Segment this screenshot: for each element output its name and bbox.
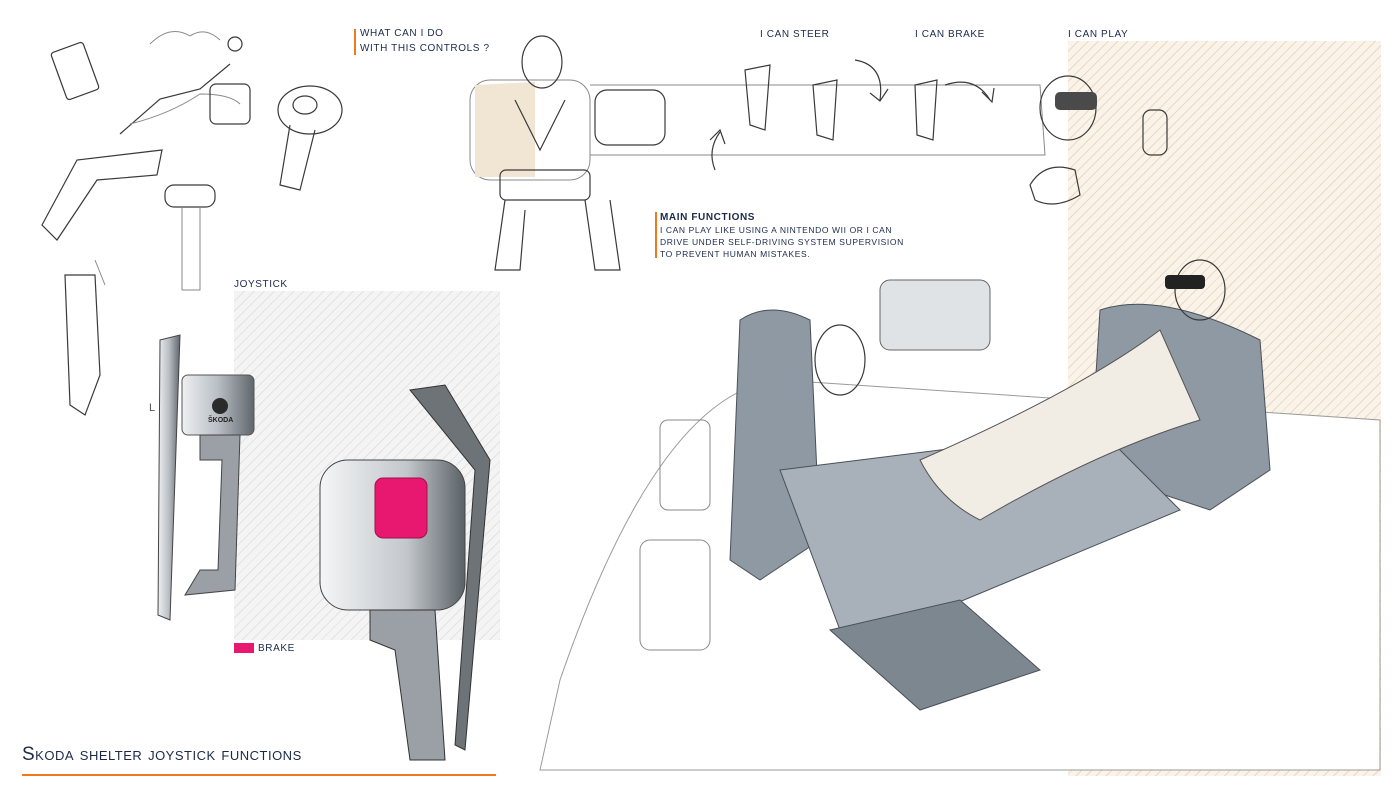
- main-functions-line-1: I can play like using a Nintendo Wii or …: [660, 225, 893, 235]
- main-functions-line-2: drive under self-driving system supervis…: [660, 237, 904, 247]
- steer-label: I can steer: [760, 29, 830, 40]
- brake-legend-label: BRAKE: [258, 643, 295, 654]
- joystick-side-letter: L: [149, 402, 156, 414]
- car-interior-render: [539, 259, 1381, 771]
- question-line-2: with this controls ?: [360, 43, 490, 54]
- sketch-handle-long: [41, 149, 163, 241]
- sketch-round-controller: [277, 85, 343, 191]
- brake-legend-swatch: [234, 643, 254, 653]
- joystick-brand-text: ŠKODA: [208, 417, 234, 424]
- steer-grip-icon-2: [812, 79, 838, 141]
- main-functions-marker: [655, 212, 657, 258]
- brake-arrow-icon: [944, 81, 995, 104]
- page-title-underline: [22, 774, 496, 776]
- joystick-label: JOYSTICK: [234, 279, 288, 290]
- main-functions-heading: Main functions: [660, 212, 756, 223]
- question-marker: [354, 29, 356, 55]
- steer-arrow-icon: [854, 59, 889, 102]
- steer-grip-icon-1: [744, 64, 771, 131]
- seated-figure-sketch: [469, 35, 621, 271]
- sketch-gamepad-stick: [164, 184, 216, 291]
- vr-head-icon: [1039, 75, 1097, 141]
- joystick-main-render: [319, 384, 491, 761]
- play-controller-icon: [1142, 109, 1168, 156]
- steer-up-arrow-icon: [709, 128, 726, 171]
- skoda-logo: [212, 398, 228, 414]
- brake-function-label: I can brake: [915, 29, 985, 40]
- page-title: Skoda shelter joystick functions: [22, 744, 302, 765]
- main-functions-line-3: to prevent human mistakes.: [660, 249, 811, 259]
- joystick-side-render: [157, 334, 255, 621]
- brake-grip-icon: [914, 79, 938, 141]
- concept-sketch-reclined-person: [50, 31, 251, 135]
- play-label: I can play: [1068, 29, 1129, 40]
- play-hand-icon: [1029, 166, 1081, 205]
- question-line-1: What can I do: [360, 28, 444, 39]
- sketch-joystick-side: [64, 259, 106, 416]
